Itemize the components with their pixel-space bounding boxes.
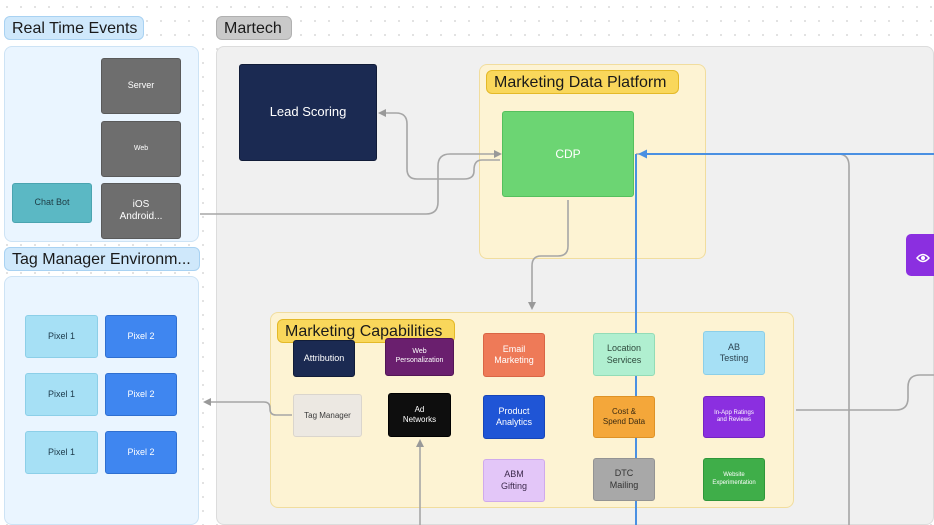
pixel-2-node[interactable]: Pixel 2 [105, 373, 177, 416]
tag-manager-label: Tag Manager [304, 410, 351, 420]
attribution-label: Attribution [303, 352, 345, 363]
email-marketing-label: Email Marketing [494, 343, 534, 365]
abm-gifting-label: ABM Gifting [500, 469, 527, 491]
eye-icon [916, 250, 930, 263]
marketing-data-platform-label: Marketing Data Platform [486, 70, 679, 94]
location-services-label: Location Services [606, 343, 642, 365]
ab-testing-label: AB Testing [719, 341, 749, 363]
web-node[interactable]: Web [101, 121, 181, 177]
ios-android-node[interactable]: iOS Android... [101, 183, 181, 239]
lead-scoring-node[interactable]: Lead Scoring [239, 64, 377, 161]
pixel-1-label: Pixel 1 [47, 388, 75, 399]
ad-networks-label: Ad Networks [402, 405, 437, 424]
pixel-1-label: Pixel 1 [47, 330, 75, 341]
pixel-2-label: Pixel 2 [127, 446, 155, 457]
in-app-ratings-node[interactable]: In-App Ratings and Reviews [703, 396, 765, 438]
attribution-node[interactable]: Attribution [293, 340, 355, 377]
pixel-1-node[interactable]: Pixel 1 [25, 315, 98, 358]
pixel-2-label: Pixel 2 [127, 388, 155, 399]
tag-manager-node[interactable]: Tag Manager [293, 394, 362, 437]
pixel-1-node[interactable]: Pixel 1 [25, 373, 98, 416]
product-analytics-label: Product Analytics [495, 405, 532, 427]
real-time-events-label: Real Time Events [4, 16, 144, 40]
chat-bot-label: Chat Bot [34, 197, 70, 208]
product-analytics-node[interactable]: Product Analytics [483, 395, 545, 439]
pixel-1-label: Pixel 1 [47, 446, 75, 457]
ios-android-label: iOS Android... [119, 198, 163, 223]
abm-gifting-node[interactable]: ABM Gifting [483, 459, 545, 502]
cost-spend-data-node[interactable]: Cost & Spend Data [593, 396, 655, 438]
website-experimentation-node[interactable]: Website Experimentation [703, 458, 765, 501]
ab-testing-node[interactable]: AB Testing [703, 331, 765, 375]
cost-spend-data-label: Cost & Spend Data [602, 407, 646, 426]
tag-manager-env-label: Tag Manager Environm... [4, 247, 200, 271]
email-marketing-node[interactable]: Email Marketing [483, 333, 545, 377]
pixel-1-node[interactable]: Pixel 1 [25, 431, 98, 474]
location-services-node[interactable]: Location Services [593, 333, 655, 376]
web-label: Web [133, 144, 149, 152]
chat-bot-node[interactable]: Chat Bot [12, 183, 92, 223]
server-node[interactable]: Server [101, 58, 181, 114]
server-label: Server [127, 80, 155, 91]
web-personalization-node[interactable]: Web Personalization [385, 338, 454, 376]
cdp-node[interactable]: CDP [502, 111, 634, 197]
web-personalization-label: Web Personalization [395, 348, 444, 364]
pixel-2-node[interactable]: Pixel 2 [105, 431, 177, 474]
website-experimentation-label: Website Experimentation [712, 472, 756, 486]
ad-networks-node[interactable]: Ad Networks [388, 393, 451, 437]
cdp-label: CDP [555, 146, 581, 161]
lead-scoring-label: Lead Scoring [269, 104, 347, 120]
dtc-mailing-node[interactable]: DTC Mailing [593, 458, 655, 501]
dtc-mailing-label: DTC Mailing [609, 468, 639, 490]
pixel-2-node[interactable]: Pixel 2 [105, 315, 177, 358]
pixel-2-label: Pixel 2 [127, 330, 155, 341]
martech-label: Martech [216, 16, 292, 40]
in-app-ratings-label: In-App Ratings and Reviews [714, 409, 754, 424]
side-view-button[interactable] [906, 234, 934, 276]
